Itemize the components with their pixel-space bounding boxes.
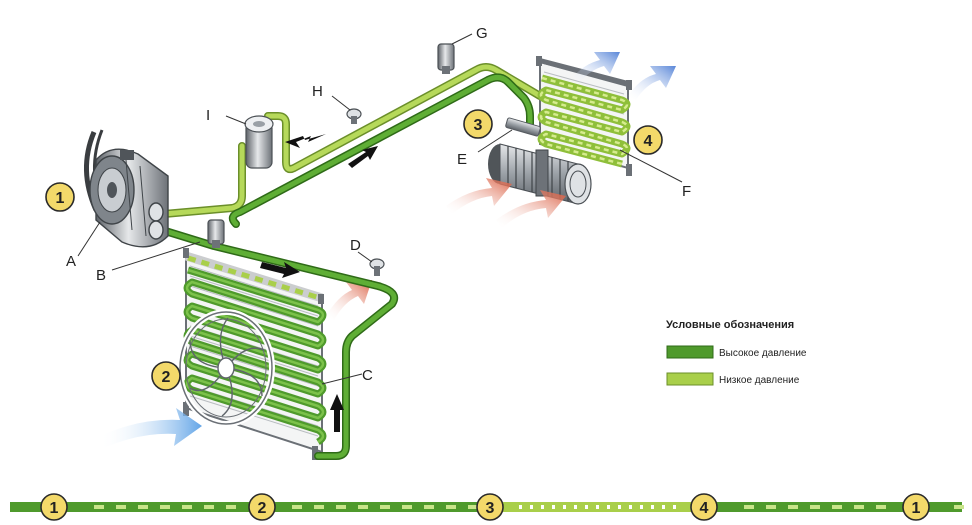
receiver-drier-icon bbox=[244, 115, 274, 169]
legend: Условные обозначения Высокое давление Ни… bbox=[666, 319, 807, 386]
cycle-bar-dash bbox=[574, 505, 577, 509]
cycle-marker-5: 1 bbox=[902, 493, 930, 521]
air-flow-arrow-icon bbox=[572, 52, 620, 82]
cycle-bar-dash bbox=[530, 505, 533, 509]
cycle-bar-dash bbox=[744, 505, 754, 509]
component-label-e: E bbox=[457, 151, 467, 168]
cycle-bar-dash bbox=[468, 505, 478, 509]
legend-label-high: Высокое давление bbox=[719, 348, 807, 359]
cycle-bar-dash bbox=[138, 505, 148, 509]
component-label-a: A bbox=[66, 253, 76, 270]
cycle-bar-dash bbox=[832, 505, 842, 509]
cycle-bar-dash bbox=[673, 505, 676, 509]
cycle-bar-dash bbox=[766, 505, 776, 509]
cycle-marker-number: 1 bbox=[912, 500, 921, 517]
liquid-line bbox=[228, 73, 534, 228]
cycle-bar: 1 2 3 4 1 bbox=[10, 493, 964, 521]
stage-badge-number: 1 bbox=[56, 190, 65, 207]
cycle-bar-dash bbox=[788, 505, 798, 509]
component-label-i: I bbox=[206, 107, 210, 124]
legend-label-low: Низкое давление bbox=[719, 375, 800, 386]
service-port-icon bbox=[369, 258, 385, 276]
cycle-bar-dash bbox=[662, 505, 665, 509]
cycle-bar-dash bbox=[563, 505, 566, 509]
stage-badge-4: 4 bbox=[633, 125, 663, 155]
condenser-icon bbox=[183, 248, 327, 460]
cycle-bar-dash bbox=[402, 505, 412, 509]
cycle-bar-dash bbox=[854, 505, 864, 509]
air-flow-arrow-icon bbox=[628, 66, 676, 100]
cycle-bar-dash bbox=[519, 505, 522, 509]
legend-swatch-high bbox=[666, 345, 714, 359]
cycle-bar-dash bbox=[618, 505, 621, 509]
cycle-marker-number: 3 bbox=[486, 500, 495, 517]
cycle-bar-dash bbox=[424, 505, 434, 509]
air-flow-arrow-icon bbox=[100, 408, 202, 448]
stage-badge-1: 1 bbox=[45, 182, 75, 212]
cycle-bar-dash bbox=[336, 505, 346, 509]
cycle-marker-1: 1 bbox=[40, 493, 68, 521]
cycle-bar-dash bbox=[810, 505, 820, 509]
cycle-bar-dash bbox=[116, 505, 126, 509]
component-label-c: C bbox=[362, 367, 373, 384]
component-label-g: G bbox=[476, 25, 488, 42]
cycle-marker-3: 3 bbox=[476, 493, 504, 521]
component-label-h: H bbox=[312, 83, 323, 100]
cycle-bar-dash bbox=[651, 505, 654, 509]
component-label-f: F bbox=[682, 183, 691, 200]
cycle-marker-2: 2 bbox=[248, 493, 276, 521]
stage-badge-number: 2 bbox=[162, 369, 171, 386]
component-label-b: B bbox=[96, 267, 106, 284]
pressure-switch-icon bbox=[437, 43, 455, 74]
cycle-bar-dash bbox=[596, 505, 599, 509]
legend-swatch-low bbox=[666, 372, 714, 386]
cycle-bar-dash bbox=[226, 505, 236, 509]
blower-icon bbox=[488, 143, 592, 205]
cycle-bar-dash bbox=[380, 505, 390, 509]
pressure-switch-icon bbox=[207, 219, 225, 248]
cycle-bar-dash bbox=[314, 505, 324, 509]
air-flow-arrow-icon bbox=[496, 190, 566, 228]
stage-badge-2: 2 bbox=[151, 361, 181, 391]
cycle-bar-dash bbox=[160, 505, 170, 509]
stage-badge-3: 3 bbox=[463, 109, 493, 139]
cycle-marker-number: 1 bbox=[50, 500, 59, 517]
cycle-bar-dash bbox=[607, 505, 610, 509]
cycle-bar-dash bbox=[541, 505, 544, 509]
cycle-bar-dash bbox=[358, 505, 368, 509]
air-flow-arrow-icon bbox=[326, 280, 372, 320]
cycle-bar-dash bbox=[446, 505, 456, 509]
component-label-d: D bbox=[350, 237, 361, 254]
cycle-bar-dash bbox=[640, 505, 643, 509]
cycle-bar-dash bbox=[552, 505, 555, 509]
cycle-marker-4: 4 bbox=[690, 493, 718, 521]
legend-title: Условные обозначения bbox=[666, 319, 794, 331]
stage-badge-number: 3 bbox=[474, 117, 483, 134]
cycle-bar-dash bbox=[94, 505, 104, 509]
cycle-bar-dash bbox=[292, 505, 302, 509]
cycle-bar-dash bbox=[876, 505, 886, 509]
fan-icon bbox=[177, 309, 275, 427]
expansion-valve-icon bbox=[505, 117, 541, 137]
cycle-bar-dash bbox=[585, 505, 588, 509]
compressor-icon bbox=[84, 129, 169, 248]
cycle-bar-dash bbox=[204, 505, 214, 509]
cycle-bar-dash bbox=[954, 505, 964, 509]
cycle-bar-dash bbox=[629, 505, 632, 509]
air-flow-arrow-icon bbox=[446, 178, 512, 214]
flow-arrow-icon bbox=[260, 134, 378, 432]
cycle-marker-number: 4 bbox=[700, 500, 709, 517]
cycle-marker-number: 2 bbox=[258, 500, 267, 517]
service-port-icon bbox=[346, 108, 362, 124]
cycle-bar-dash bbox=[182, 505, 192, 509]
evaporator-icon bbox=[536, 56, 632, 176]
stage-badge-number: 4 bbox=[644, 133, 653, 150]
